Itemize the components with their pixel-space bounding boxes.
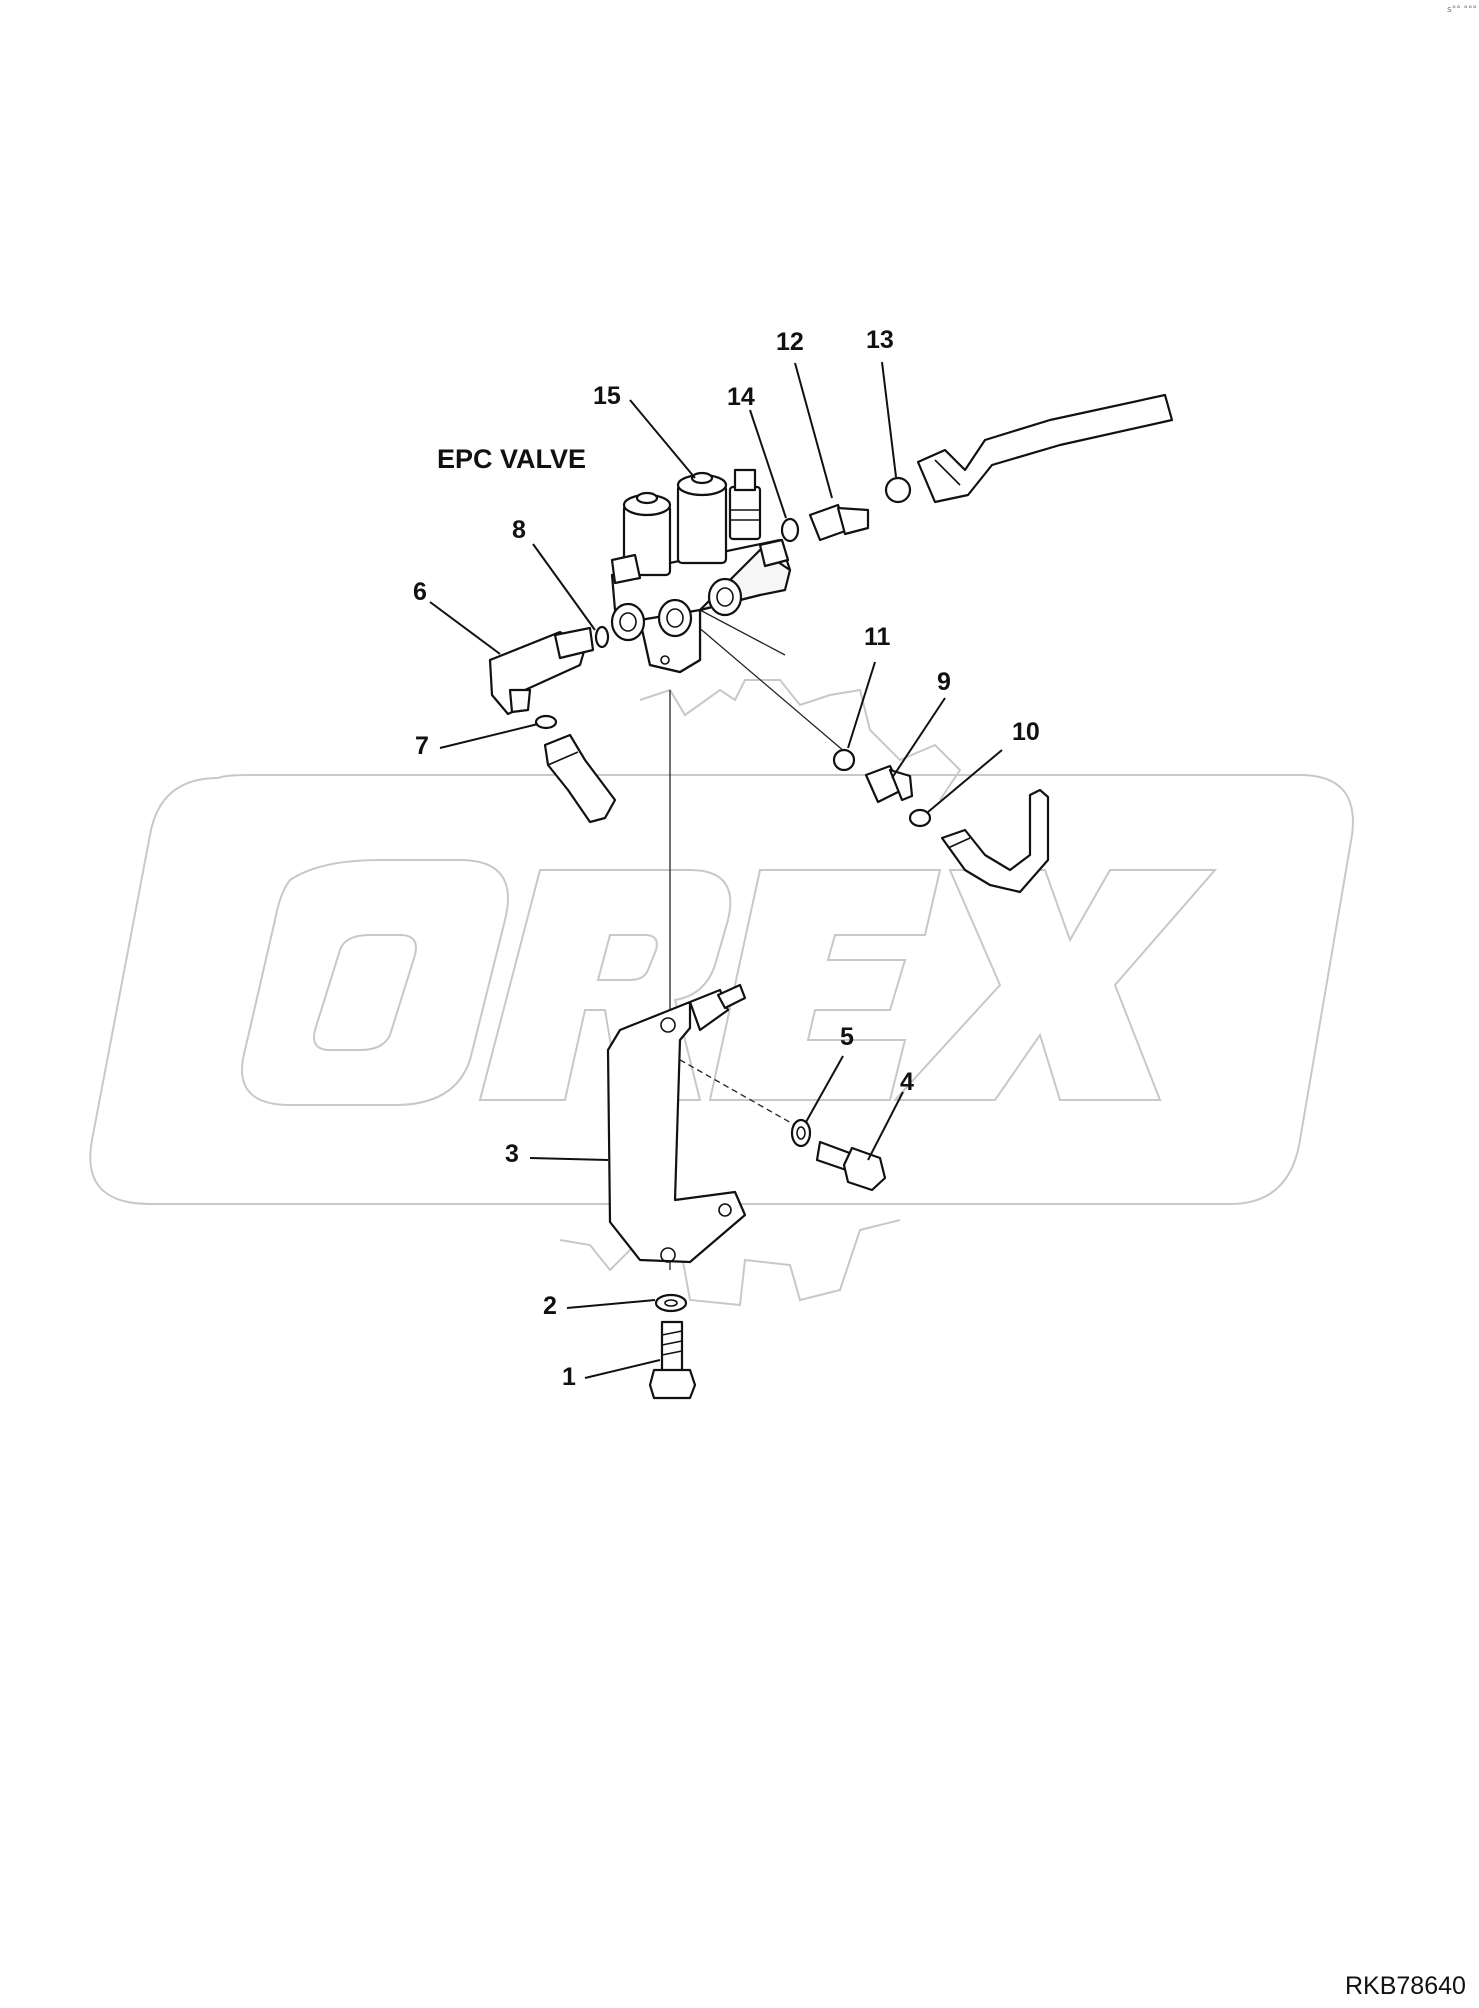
diagram-title: EPC VALVE bbox=[437, 444, 586, 474]
union-fitting-9 bbox=[864, 764, 914, 804]
drawing-id: RKB78640 bbox=[1345, 1972, 1466, 2000]
callout-10: 10 bbox=[1012, 718, 1040, 746]
pipe-7 bbox=[543, 733, 617, 824]
hose-13 bbox=[916, 393, 1174, 504]
o-ring-8 bbox=[594, 625, 610, 649]
o-ring-11 bbox=[832, 748, 856, 772]
bolt-4 bbox=[815, 1140, 887, 1192]
hose-10 bbox=[940, 788, 1050, 894]
washer-2 bbox=[654, 1293, 688, 1313]
union-fitting-12 bbox=[808, 503, 870, 542]
elbow-connector-6 bbox=[488, 626, 595, 716]
o-ring-13 bbox=[884, 476, 912, 504]
corner-mark: s°° °°° bbox=[1447, 5, 1477, 15]
bracket bbox=[606, 983, 747, 1264]
callout-15: 15 bbox=[593, 382, 621, 410]
callout-3: 3 bbox=[505, 1140, 519, 1168]
callout-9: 9 bbox=[937, 668, 951, 696]
watermark-logo bbox=[89, 679, 1354, 1307]
o-ring-10 bbox=[908, 808, 932, 828]
epc-valve-body bbox=[610, 468, 792, 674]
callout-7: 7 bbox=[415, 732, 429, 760]
callout-12: 12 bbox=[776, 328, 804, 356]
callout-5: 5 bbox=[840, 1023, 854, 1051]
leader-lines bbox=[429, 361, 1003, 1379]
callout-4: 4 bbox=[900, 1068, 914, 1096]
callout-13: 13 bbox=[866, 326, 894, 354]
callout-2: 2 bbox=[543, 1292, 557, 1320]
callout-11: 11 bbox=[864, 623, 891, 651]
callout-8: 8 bbox=[512, 516, 526, 544]
bolt-1 bbox=[648, 1320, 697, 1400]
callout-1: 1 bbox=[562, 1363, 576, 1391]
callout-6: 6 bbox=[413, 578, 427, 606]
o-ring-7 bbox=[534, 714, 558, 730]
callout-14: 14 bbox=[727, 383, 755, 411]
o-ring-14 bbox=[780, 517, 800, 543]
washer-5 bbox=[790, 1118, 812, 1148]
